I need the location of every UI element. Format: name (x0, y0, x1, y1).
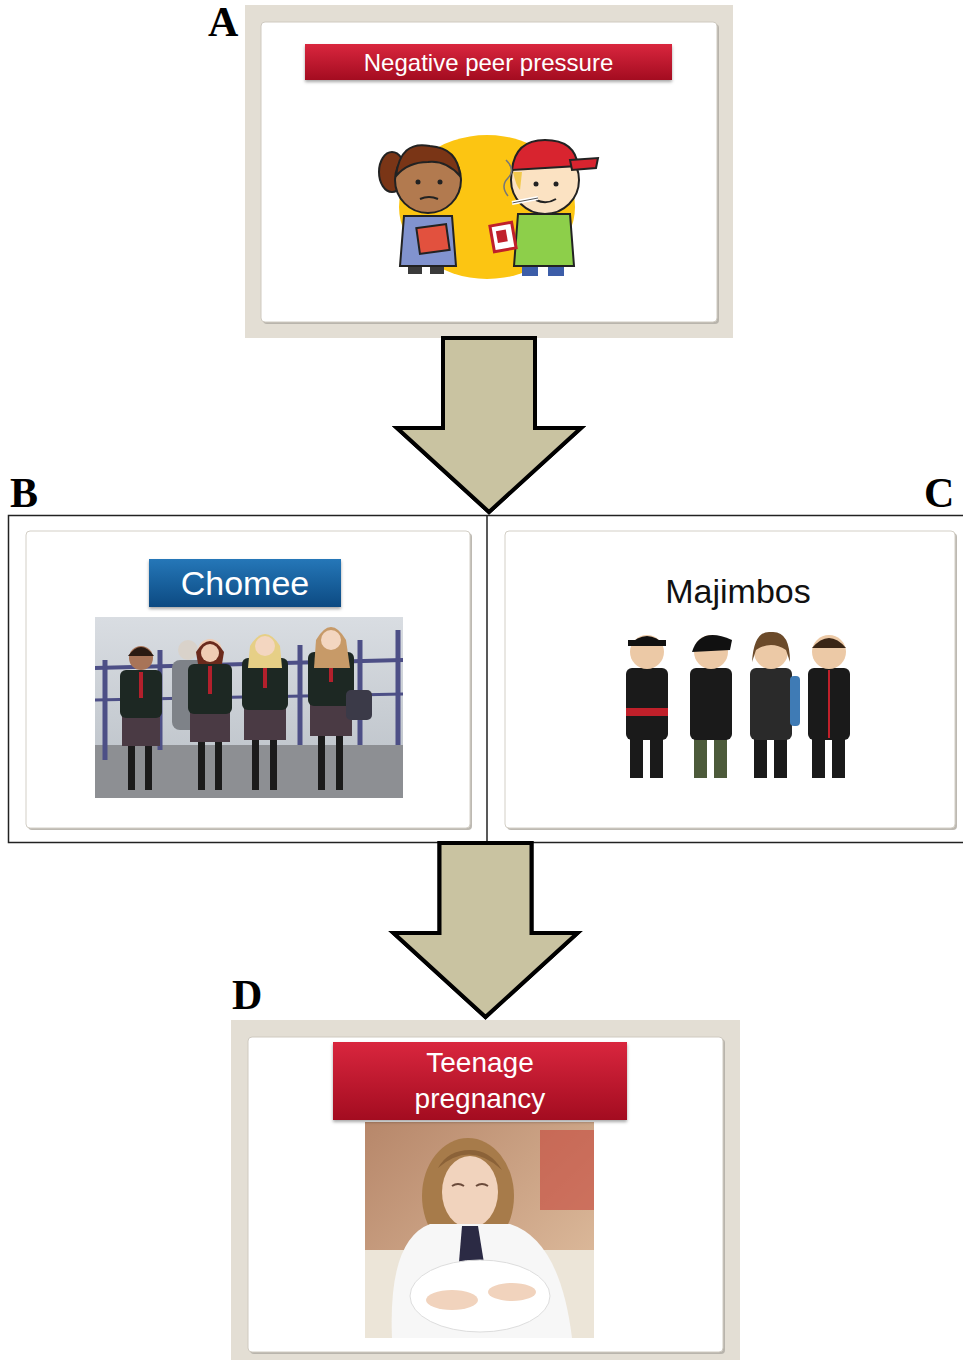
block-arrow (397, 338, 581, 512)
panel-letter: C (924, 470, 954, 516)
panel-d: Teenage pregnancy (231, 1020, 740, 1360)
block-arrow (397, 338, 581, 512)
panel-letter: A (208, 0, 238, 45)
panel-a: Negative peer pressure (245, 5, 733, 338)
block-arrow (394, 843, 578, 1017)
block-arrow (394, 843, 578, 1017)
panel-letter: D (232, 972, 262, 1018)
schoolgirls-photo (95, 617, 403, 798)
panel-b: Chomee (8, 515, 487, 843)
panel-a-frame (245, 5, 733, 338)
peer-pressure-illustration (379, 135, 598, 279)
panel-letter-holder: B (10, 472, 38, 514)
red-banner: Negative peer pressure (305, 44, 672, 80)
band-figures (626, 632, 850, 778)
panel-d-frame (231, 1020, 740, 1360)
red-banner: Teenage pregnancy (333, 1042, 627, 1120)
panel-letter-holder: A (208, 1, 238, 43)
blue-banner: Chomee (149, 559, 341, 607)
pregnant-teen-photo (365, 1122, 594, 1338)
panel-letter-holder: D (232, 974, 262, 1016)
panel-title: Majimbos (628, 568, 848, 615)
panel-letter: B (10, 470, 38, 516)
panel-c: Majimbos (487, 515, 963, 843)
panel-letter-holder: C (924, 472, 954, 514)
panel-bc-frame (9, 515, 963, 843)
